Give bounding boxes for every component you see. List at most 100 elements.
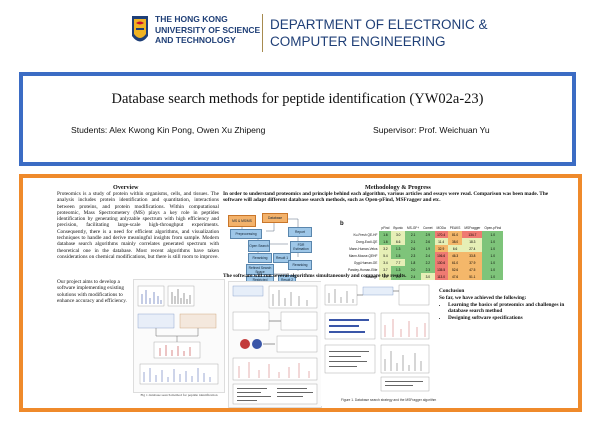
table-cell: 1.0 [482,238,504,245]
table-cell: 113.0 [434,273,448,280]
table-cell: 2.6 [421,238,435,245]
table-cell: 1.0 [482,259,504,266]
table-cell: 1.0 [482,252,504,259]
students-line: Students: Alex Kwong Kin Pong, Owen Xu Z… [71,125,266,135]
department-name: DEPARTMENT OF ELECTRONIC & COMPUTER ENGI… [270,17,488,49]
flow-report: Report [288,227,312,237]
table-panel-label: b [340,221,344,227]
table-cell: 1.3 [391,245,405,252]
table-cell: 1.0 [482,231,504,238]
table-row-label: Gygi-Human-OE [346,259,380,266]
table-row-label: Ku-Fresh QE-HF [346,231,380,238]
flow-open-search: Open Search [248,240,270,252]
table-cell: 37.9 [462,259,483,266]
table-cell: 1.0 [482,266,504,273]
table-cell: 1.6 [379,238,392,245]
table-cell: 38.0 [447,238,463,245]
table-cell: 170.4 [434,231,448,238]
simulation-text: The software will run several algorithms… [223,273,407,279]
table-header-cell [346,224,379,231]
table-cell: 1.0 [482,273,504,280]
table-cell: 2.0 [404,266,422,273]
table-header-cell: PEAKS [449,225,461,230]
table-header-cell: MS-GF+ [406,225,420,230]
table-header-cell: MSFragger [464,225,481,230]
conclusion-list: Learning the basics of proteomics and ch… [439,302,578,321]
table-cell: 52.6 [447,266,463,273]
table-cell: 51.1 [462,273,483,280]
algorithm-figure-caption: Figure 1. Database search strategy and t… [341,398,437,402]
table-cell: 47.6 [447,273,463,280]
table-row-label: Mann-Human-Velos [346,245,380,252]
flow-preprocessing: Preprocessing [230,229,262,239]
flow-result-1: Result 1 [273,253,291,263]
table-cell: 32.9 [434,245,448,252]
table-cell: 1.5 [391,252,405,259]
table-cell: 18.3 [462,238,483,245]
university-name: THE HONG KONG UNIVERSITY OF SCIENCE AND … [155,14,261,45]
flow-refined-search-space: Refined Search Space [246,264,274,275]
table-header-cell: Comet [423,225,433,230]
table-row-label: Average [346,273,380,280]
table-row-label: Mann-Mouse-QEHF [346,252,380,259]
flow-ms-input: MS & MS/MS [228,215,256,227]
table-cell: 3.7 [379,266,392,273]
flow-reranking-1: Reranking [248,253,272,263]
spectrum-figure [133,279,225,393]
table-cell: 134.7 [462,231,483,238]
supervisor-line: Supervisor: Prof. Weichuan Yu [373,125,490,135]
table-cell: 2.2 [421,259,435,266]
table-header-cell: Byonic [393,225,403,230]
overview-aim: Our project aims to develop a software i… [57,279,127,304]
header-divider [262,14,263,52]
table-cell: 7.7 [391,259,405,266]
table-header-cell: MODa [436,225,446,230]
table-cell: 2.0 [391,273,405,280]
conclusion-item: Designing software specifications [448,315,578,321]
flow-reranking-2: Reranking [288,260,312,270]
table-cell: 6.6 [447,245,463,252]
table-cell: 2.6 [404,245,422,252]
conclusion-intro: So far, we have achieved the following: [439,295,527,301]
table-cell: 106.6 [434,252,448,259]
table-cell: 1.9 [421,245,435,252]
table-row-label: Dong-Ecoli-QE [346,238,380,245]
flow-fdr-estimation: FDR Estimation [290,241,312,253]
table-cell: 81.0 [447,231,463,238]
table-row-label: Pandey-Human-Elite [346,266,380,273]
table-cell: 130.6 [434,259,448,266]
overview-heading: Overview [113,184,139,191]
overview-figure-caption: Fig 1 database search method for peptide… [140,393,218,397]
table-cell: 2.4 [404,273,422,280]
table-cell: 2.3 [404,252,422,259]
table-cell: 2.3 [421,266,435,273]
title-box: Database search methods for peptide iden… [19,72,576,166]
table-cell: 1.6 [379,231,392,238]
table-cell: 27.4 [462,245,483,252]
poster-header: THE HONG KONG UNIVERSITY OF SCIENCE AND … [0,0,600,66]
table-cell: 3.4 [379,259,392,266]
table-cell: 5.4 [379,252,392,259]
overview-paragraph: Proteomics is a study of protein within … [57,191,219,260]
hkust-logo-icon [132,16,148,42]
table-cell: 135.5 [434,266,448,273]
table-cell: 61.0 [447,259,463,266]
table-cell: 1.0 [482,245,504,252]
algorithm-diagram-left [228,281,322,408]
table-cell: 2.9 [421,231,435,238]
table-cell: 33.8 [462,252,483,259]
algorithm-diagram-right [321,281,433,406]
table-cell: 6.6 [391,238,405,245]
methodology-heading: Methodology & Progress [365,184,431,191]
table-header-cell: Open-pFind [484,225,502,230]
conclusion-heading: Conclusion [439,288,465,294]
table-cell: 3.2 [379,245,392,252]
poster-title: Database search methods for peptide iden… [111,91,484,107]
table-cell: 3.1 [379,273,392,280]
table-header-cell: pFind [381,225,390,230]
